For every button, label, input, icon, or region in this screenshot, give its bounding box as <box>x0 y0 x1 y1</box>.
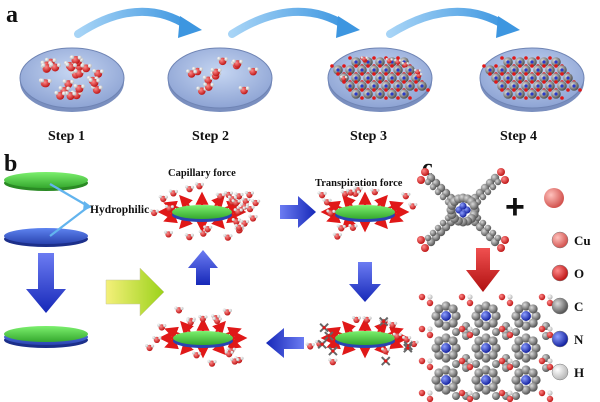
panel-letter-a: a <box>6 2 18 28</box>
stacked-disc <box>4 326 88 348</box>
step3-label: Step 3 <box>350 129 387 144</box>
legend-swatch-n <box>551 330 569 348</box>
separated-discs <box>4 172 92 247</box>
step2-label: Step 2 <box>192 129 229 144</box>
right-arrow-cycle <box>280 196 316 228</box>
transpiration-cluster <box>317 186 418 240</box>
capillary-cluster <box>149 182 261 241</box>
yellow-arrow <box>105 267 165 317</box>
red-down-arrow <box>466 248 500 292</box>
left-arrow-cycle <box>266 328 304 358</box>
mof-framework <box>418 293 554 402</box>
bottom-left-cluster <box>145 306 248 367</box>
capillary-force-label: Capillary force <box>168 168 236 179</box>
legend-swatch-c <box>551 297 569 315</box>
step-arrows <box>74 7 520 38</box>
step4-plate <box>479 47 585 112</box>
up-arrow-cycle <box>188 250 218 285</box>
legend-label-o: O <box>574 266 584 281</box>
step3-plate <box>327 47 433 112</box>
step1-plate <box>19 47 125 112</box>
panel-letter-c: c <box>422 155 433 181</box>
plus-sign: + <box>505 188 525 226</box>
down-arrow-left <box>26 253 66 313</box>
step2-plate <box>167 47 273 112</box>
legend-label-n: N <box>574 332 584 347</box>
step1-label: Step 1 <box>48 129 85 144</box>
panel-letter-b: b <box>4 151 17 177</box>
legend-label-c: C <box>574 299 583 314</box>
porphyrin-ligand <box>417 168 509 252</box>
legend-label-cu: Cu <box>574 233 591 248</box>
bottom-right-cluster <box>305 316 419 366</box>
transpiration-force-label: Transpiration force <box>315 178 403 189</box>
down-arrow-cycle <box>349 262 381 302</box>
legend-swatch-cu <box>551 231 569 249</box>
legend-swatch-o <box>551 264 569 282</box>
hydrophilic-label: Hydrophilic <box>90 204 149 216</box>
element-legend: CuO C N H <box>551 231 591 381</box>
legend-swatch-h <box>551 363 569 381</box>
cu-atom <box>544 188 564 208</box>
step4-label: Step 4 <box>500 129 537 144</box>
legend-label-h: H <box>574 365 584 380</box>
